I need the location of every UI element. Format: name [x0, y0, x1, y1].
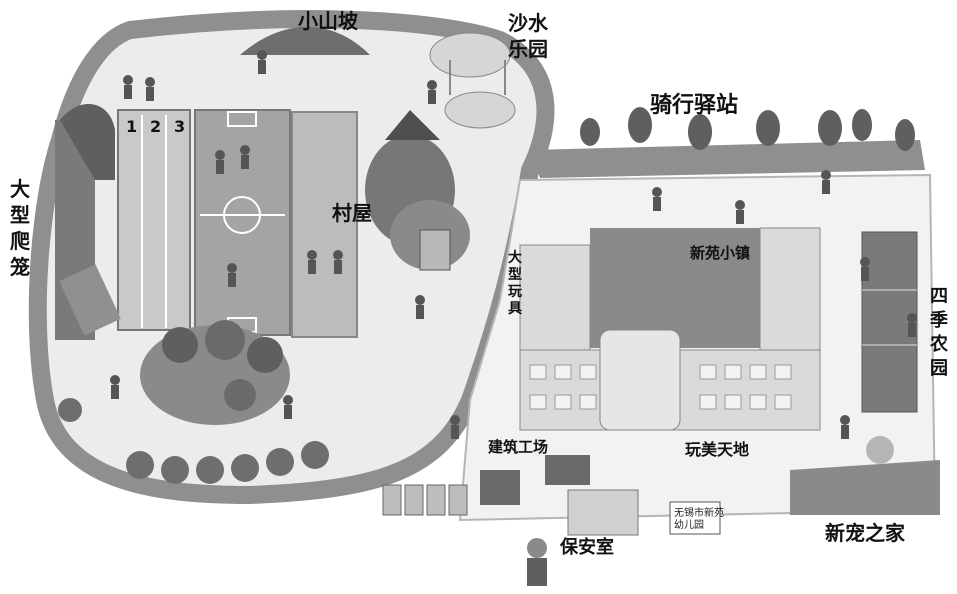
- label-toys-4: 具: [507, 301, 522, 317]
- label-four-seasons-4: 园: [930, 358, 948, 379]
- label-four-seasons-1: 四: [930, 286, 948, 307]
- sign-text-line-1: 无锡市新苑: [674, 506, 724, 519]
- track-lane-3: 3: [174, 117, 185, 136]
- label-climbing-4: 笼: [9, 255, 30, 279]
- tree-house: [365, 110, 470, 271]
- bike-road-trees: [580, 107, 915, 151]
- farm-plots: [861, 231, 918, 413]
- label-climbing-3: 爬: [10, 229, 31, 253]
- bike-road: [530, 140, 925, 178]
- school-sign: 无锡市新苑 幼儿园: [669, 501, 724, 535]
- label-toys-1: 大: [508, 249, 522, 266]
- tree-grove: [140, 320, 290, 425]
- trash-bins: [382, 484, 468, 516]
- construction-site: [480, 455, 590, 505]
- label-four-seasons-3: 农: [929, 333, 948, 355]
- label-hill: 小山坡: [298, 9, 359, 33]
- label-sand-water-line-2: 乐园: [508, 37, 548, 61]
- label-construction: 建筑工场: [488, 438, 548, 456]
- pet-home-area: [790, 436, 940, 515]
- label-art-space: 玩美天地: [685, 440, 749, 459]
- main-building: [519, 227, 821, 431]
- label-new-town: 新苑小镇: [690, 244, 750, 262]
- running-track: [117, 109, 191, 331]
- new-town-green: [590, 228, 775, 348]
- label-cabin: 村屋: [332, 201, 372, 225]
- label-bike-station: 骑行驿站: [650, 92, 738, 118]
- label-climbing-2: 型: [10, 203, 30, 227]
- label-toys-3: 玩: [508, 284, 522, 300]
- climbing-frame: [55, 103, 121, 340]
- label-pet-home: 新宠之家: [825, 521, 906, 545]
- hill: [240, 26, 370, 55]
- label-toys-2: 型: [508, 266, 522, 283]
- track-lane-2: 2: [150, 117, 161, 136]
- label-security: 保安室: [559, 536, 614, 558]
- label-four-seasons-2: 季: [930, 310, 948, 331]
- soccer-field: [194, 109, 291, 336]
- sand-water-park: [429, 32, 516, 129]
- hedge-row: [58, 398, 329, 484]
- label-sand-water-line-1: 沙水: [508, 11, 549, 35]
- sign-text-line-2: 幼儿园: [674, 518, 704, 531]
- security-room: [527, 489, 639, 586]
- track-lane-1: 1: [126, 117, 137, 136]
- label-climbing-1: 大: [10, 177, 30, 201]
- children-figures: [110, 50, 917, 439]
- play-court: [291, 111, 358, 338]
